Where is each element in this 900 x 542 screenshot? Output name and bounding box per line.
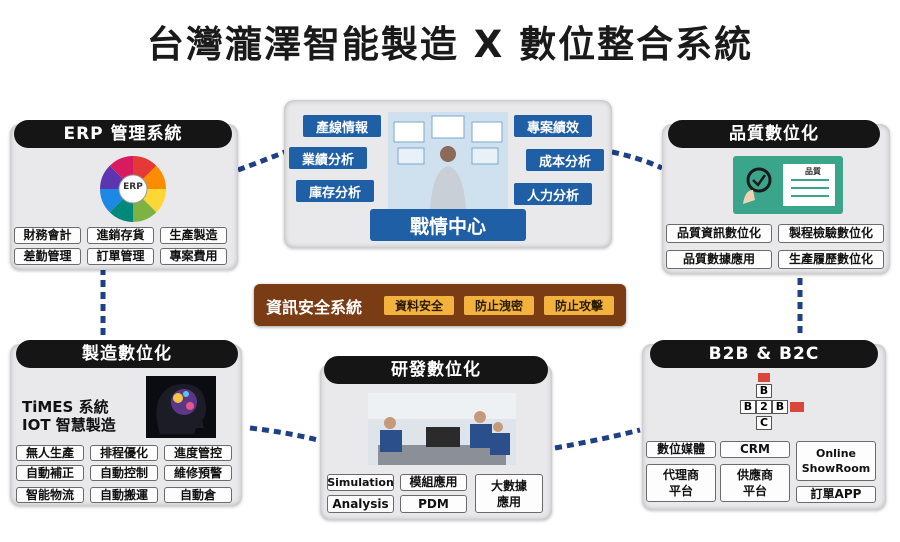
puzzle-tile: B (772, 400, 788, 414)
war-room-tag: 庫存分析 (296, 180, 374, 202)
erp-wheel-icon (100, 156, 166, 222)
quality-header: 品質數位化 (668, 120, 880, 148)
security-label: 資訊安全系統 (266, 298, 363, 317)
b2b-puzzle-icon: B B 2 B C (738, 373, 810, 437)
manufacturing-tag: 智能物流 (16, 487, 84, 503)
manufacturing-line1: TiMES 系統 (22, 398, 109, 416)
war-room-tag: 成本分析 (526, 149, 604, 171)
erp-tag: 差勤管理 (14, 248, 81, 265)
b2b-tag: 供應商 平台 (720, 464, 790, 502)
erp-tag: 進銷存貨 (87, 227, 154, 244)
manufacturing-tag: 進度管控 (164, 445, 232, 461)
manufacturing-line2: IOT 智慧製造 (22, 416, 116, 434)
erp-tag: 財務會計 (14, 227, 81, 244)
puzzle-tile: 2 (756, 400, 772, 414)
b2b-tag: CRM (720, 441, 790, 458)
puzzle-tile-top-icon (758, 373, 770, 382)
puzzle-tile-right-icon (790, 402, 804, 412)
puzzle-tile: C (756, 416, 772, 430)
quality-tag: 製程檢驗數位化 (778, 224, 884, 243)
erp-tag: 訂單管理 (87, 248, 154, 265)
war-room-tag: 人力分析 (514, 183, 592, 205)
manufacturing-tag: 維修預警 (164, 465, 232, 481)
quality-tag: 品質數據應用 (666, 250, 772, 269)
rd-tag: Simulation (327, 474, 394, 491)
manufacturing-header: 製造數位化 (16, 340, 238, 368)
meeting-photo-image (368, 393, 516, 465)
puzzle-tile: B (756, 384, 772, 398)
war-room-tag: 專案績效 (514, 115, 592, 137)
erp-tag: 生產製造 (160, 227, 227, 244)
security-tag: 防止洩密 (464, 296, 534, 315)
rd-tag: 大數據 應用 (475, 474, 543, 513)
puzzle-tile: B (740, 400, 756, 414)
manufacturing-tag: 排程優化 (90, 445, 158, 461)
b2b-tag: 代理商 平台 (646, 464, 716, 502)
war-room-tag: 產線情報 (303, 115, 381, 137)
erp-wheel-label: ERP (123, 182, 143, 192)
brain-head-image (146, 376, 216, 438)
manufacturing-tag: 自動倉 (164, 487, 232, 503)
quality-check-card-image (733, 156, 843, 214)
b2b-tag: 訂單APP (796, 486, 876, 503)
erp-header: ERP 管理系統 (14, 120, 232, 148)
b2b-header: B2B & B2C (650, 340, 878, 368)
security-tag: 防止攻擊 (544, 296, 614, 315)
quality-tag: 生產履歷數位化 (778, 250, 884, 269)
dashboard-person-image (388, 112, 508, 212)
rd-tag: PDM (400, 495, 467, 513)
war-room-tag: 業績分析 (289, 147, 367, 169)
b2b-tag: 數位媒體 (646, 441, 716, 458)
b2b-tag: Online ShowRoom (796, 441, 876, 481)
manufacturing-tag: 自動補正 (16, 465, 84, 481)
manufacturing-tag: 無人生產 (16, 445, 84, 461)
manufacturing-tag: 自動搬運 (90, 487, 158, 503)
rd-tag: 模組應用 (400, 474, 467, 491)
quality-card-label: 品質 (805, 167, 821, 176)
war-room-label: 戰情中心 (370, 209, 526, 241)
rd-header: 研發數位化 (324, 356, 548, 384)
quality-tag: 品質資訊數位化 (666, 224, 772, 243)
manufacturing-tag: 自動控制 (90, 465, 158, 481)
main-title: 台灣瀧澤智能製造 X 數位整合系統 (146, 23, 754, 66)
rd-tag: Analysis (327, 495, 394, 513)
security-tag: 資料安全 (384, 296, 454, 315)
erp-tag: 專案費用 (160, 248, 227, 265)
